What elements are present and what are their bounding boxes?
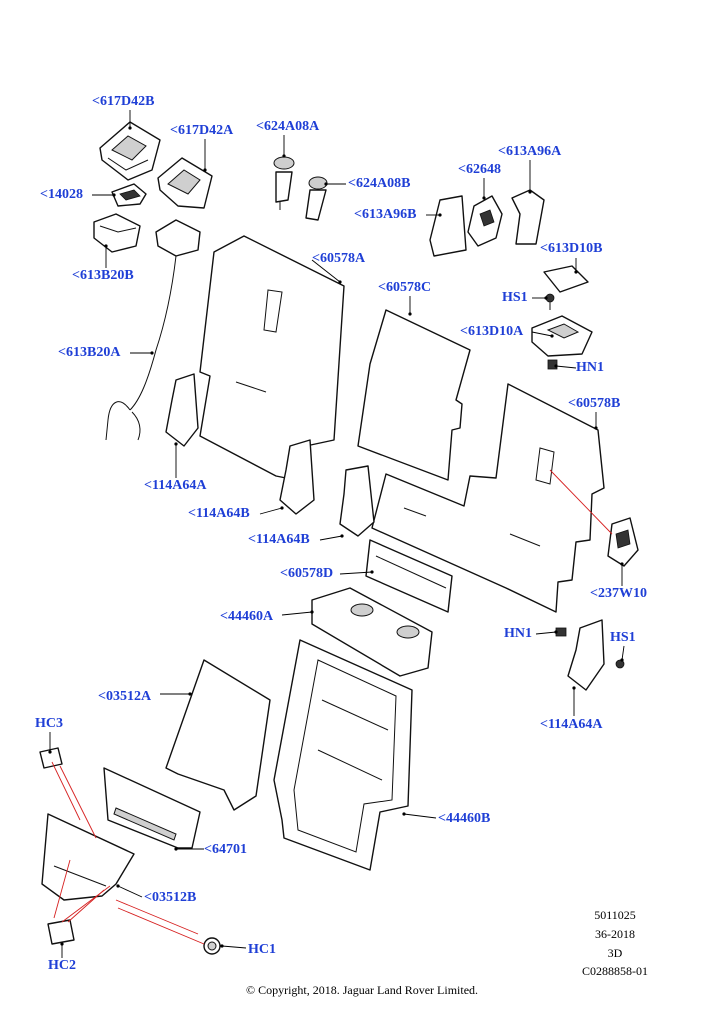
label-HN1-right[interactable]: HN1 (504, 626, 532, 641)
part-HC2 (47, 919, 75, 945)
part-613B20B (93, 213, 141, 253)
label-64701[interactable]: <64701 (204, 842, 247, 857)
part-624A08B (305, 176, 328, 221)
part-617D42B (99, 121, 161, 181)
label-HS1-right[interactable]: HS1 (610, 630, 636, 645)
part-HN1-top (547, 359, 558, 370)
label-HS1-top[interactable]: HS1 (502, 290, 528, 305)
part-14028 (111, 183, 147, 207)
part-613D10A (531, 315, 593, 357)
label-HC1[interactable]: HC1 (248, 942, 276, 957)
part-114A64A-left (165, 373, 199, 447)
part-44460A (311, 587, 433, 677)
label-44460A[interactable]: <44460A (220, 609, 274, 624)
leader-lines (48, 110, 625, 958)
label-14028[interactable]: <14028 (40, 187, 83, 202)
label-60578D[interactable]: <60578D (280, 566, 334, 581)
label-03512A[interactable]: <03512A (98, 689, 152, 704)
label-237W10[interactable]: <237W10 (590, 586, 647, 601)
label-624A08B[interactable]: <624A08B (348, 176, 411, 191)
label-613D10B[interactable]: <613D10B (540, 241, 603, 256)
label-617D42B[interactable]: <617D42B (92, 94, 155, 109)
label-60578C[interactable]: <60578C (378, 280, 432, 295)
part-HS1-top (545, 293, 555, 310)
part-114A64B-2 (339, 465, 375, 537)
part-613D10B (543, 265, 589, 293)
part-44460B (273, 639, 413, 871)
reference-view: 3D (607, 946, 623, 960)
label-60578A[interactable]: <60578A (312, 251, 366, 266)
reference-number: 5011025 (594, 908, 636, 922)
part-613A96B (429, 195, 467, 257)
label-114A64B-1[interactable]: <114A64B (188, 506, 250, 521)
label-HN1-top[interactable]: HN1 (576, 360, 604, 375)
label-613A96B[interactable]: <613A96B (354, 207, 417, 222)
part-HC1 (203, 937, 221, 955)
part-617D42A (157, 157, 213, 209)
part-03512A (165, 659, 271, 811)
part-114A64B-1 (279, 439, 315, 515)
label-613B20B[interactable]: <613B20B (72, 268, 134, 283)
part-114A64A-right (567, 619, 605, 691)
part-60578D (365, 539, 453, 613)
label-613A96A[interactable]: <613A96A (498, 144, 562, 159)
part-613B20A (105, 219, 201, 441)
reference-date-code: 36-2018 (595, 927, 635, 941)
part-HS1-right (615, 659, 625, 669)
part-HC3 (39, 747, 63, 769)
label-114A64B-2[interactable]: <114A64B (248, 532, 310, 547)
label-624A08A[interactable]: <624A08A (256, 119, 320, 134)
label-44460B[interactable]: <44460B (438, 811, 491, 826)
label-60578B[interactable]: <60578B (568, 396, 621, 411)
label-617D42A[interactable]: <617D42A (170, 123, 234, 138)
copyright-notice: © Copyright, 2018. Jaguar Land Rover Lim… (245, 983, 479, 997)
label-613D10A[interactable]: <613D10A (460, 324, 524, 339)
part-60578A (199, 235, 345, 481)
part-60578B (371, 383, 605, 613)
label-114A64A-right[interactable]: <114A64A (540, 717, 603, 732)
part-624A08A (273, 156, 295, 210)
highlight-leaders (51, 469, 613, 945)
part-60578C (357, 309, 471, 481)
reference-illustration-id: C0288858-01 (582, 964, 648, 978)
label-114A64A-left[interactable]: <114A64A (144, 478, 207, 493)
label-03512B[interactable]: <03512B (144, 890, 197, 905)
part-62648 (467, 195, 503, 247)
label-613B20A[interactable]: <613B20A (58, 345, 121, 360)
label-HC3[interactable]: HC3 (35, 716, 63, 731)
part-613A96A (511, 189, 545, 245)
label-HC2[interactable]: HC2 (48, 958, 76, 973)
part-237W10 (607, 517, 639, 567)
part-64701 (103, 767, 201, 849)
label-62648[interactable]: <62648 (458, 162, 501, 177)
